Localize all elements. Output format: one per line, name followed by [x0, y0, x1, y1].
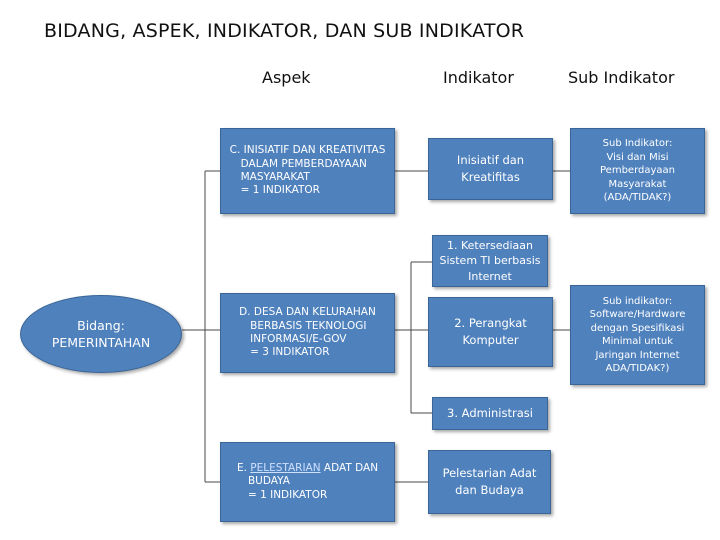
indikator-perangkat-box: 2. Perangkat Komputer [428, 297, 553, 367]
subindikator-software-box: Sub indikator: Software/Hardware dengan … [570, 285, 705, 385]
header-aspek: Aspek [262, 68, 311, 87]
indikator-perangkat-line2: Komputer [462, 333, 519, 347]
aspek-c-line3: MASYARAKAT [240, 171, 310, 183]
aspek-e-link[interactable]: PELESTARIAN [250, 461, 321, 474]
indikator-inisiatif-line1: Inisiatif dan [456, 153, 525, 168]
aspek-d-count: = 3 INDIKATOR [250, 346, 330, 359]
subindikator-visi-box: Sub Indikator: Visi dan Misi Pemberdayaa… [570, 128, 705, 214]
indikator-inisiatif-box: Inisiatif dan Kreatifitas [428, 138, 553, 200]
indikator-ketersediaan-line3: Internet [468, 269, 512, 283]
subindikator-software-line4: Minimal untuk [601, 336, 674, 347]
indikator-inisiatif-line2: Kreatifitas [461, 170, 520, 184]
subindikator-software-line5: Jaringan Internet [595, 349, 680, 361]
aspek-e-box: E. PELESTARIAN ADAT DAN BUDAYA = 1 INDIK… [220, 442, 395, 522]
aspek-d-line3: INFORMASI/E-GOV [250, 333, 347, 345]
indikator-administrasi-box: 3. Administrasi [432, 397, 548, 430]
aspek-e-line2: BUDAYA [247, 475, 290, 488]
indikator-pelestarian-line2: dan Budaya [455, 483, 524, 497]
aspek-d-line1: D. DESA DAN KELURAHAN [239, 306, 376, 319]
bidang-value: PEMERINTAHAN [51, 335, 151, 350]
subindikator-software-line3: dengan Spesifikasi [590, 322, 685, 334]
aspek-d-line2: BERBASIS TEKNOLOGI [250, 319, 367, 332]
aspek-c-line2: DALAM PEMBERDAYAAN [240, 157, 367, 170]
subindikator-visi-line1: Sub Indikator: [602, 138, 673, 150]
aspek-e-count: = 1 INDIKATOR [247, 488, 328, 501]
aspek-e-line1: E. PELESTARIAN ADAT DAN [236, 461, 379, 474]
bidang-ellipse: Bidang: PEMERINTAHAN [20, 295, 182, 373]
indikator-perangkat-line1: 2. Perangkat [454, 316, 527, 331]
subindikator-software-line6: ADA/TIDAK?) [605, 363, 670, 374]
header-sub-indikator: Sub Indikator [568, 68, 675, 87]
subindikator-visi-line4: Masyarakat [608, 178, 667, 190]
subindikator-visi-line5: (ADA/TIDAK?) [603, 192, 672, 204]
aspek-c-line1: C. INISIATIF DAN KREATIVITAS [229, 144, 386, 157]
page-title: BIDANG, ASPEK, INDIKATOR, DAN SUB INDIKA… [44, 20, 525, 42]
subindikator-visi-line3: Pemberdayaan [600, 165, 675, 177]
header-indikator: Indikator [443, 68, 514, 87]
aspek-d-box: D. DESA DAN KELURAHAN BERBASIS TEKNOLOGI… [220, 293, 395, 373]
subindikator-software-line1: Sub indikator: [602, 295, 673, 307]
aspek-c-box: C. INISIATIF DAN KREATIVITAS DALAM PEMBE… [220, 128, 395, 214]
subindikator-software-line2: Software/Hardware [589, 309, 686, 320]
indikator-pelestarian-line1: Pelestarian Adat [442, 466, 537, 481]
indikator-ketersediaan-line2: Sistem TI berbasis [439, 254, 541, 268]
aspek-c-count: = 1 INDIKATOR [240, 184, 320, 197]
indikator-pelestarian-box: Pelestarian Adat dan Budaya [428, 450, 551, 514]
subindikator-visi-line2: Visi dan Misi [606, 151, 669, 163]
indikator-ketersediaan-box: 1. Ketersediaan Sistem TI berbasis Inter… [432, 235, 548, 287]
indikator-administrasi-line1: 3. Administrasi [447, 406, 533, 421]
indikator-ketersediaan-line1: 1. Ketersediaan [446, 238, 533, 252]
bidang-label: Bidang: [77, 317, 125, 333]
